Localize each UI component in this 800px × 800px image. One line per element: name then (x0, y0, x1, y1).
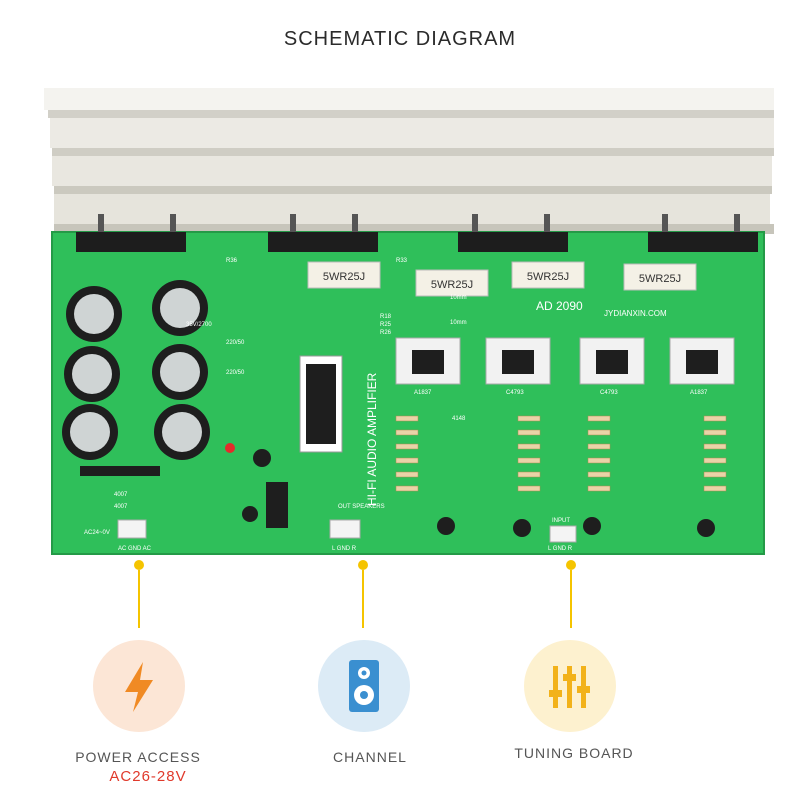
callout-dot (566, 560, 576, 570)
silk-label: 220/50 (226, 340, 245, 346)
resistor-label: 5WR25J (639, 273, 681, 285)
callout-line (570, 570, 572, 628)
callout-dot (134, 560, 144, 570)
pin-label: AC GND AC (118, 546, 152, 552)
silk-label: 35V/2700 (186, 322, 212, 328)
power-resistors: 5WR25J 5WR25J 5WR25J 5WR25J (307, 261, 697, 297)
resistor-label: 5WR25J (431, 279, 473, 291)
silk-label: R36 (226, 258, 238, 264)
callout-dot (358, 560, 368, 570)
connector-label: AC24~0V (84, 530, 110, 536)
amplifier-board-photo: 5WR25J 5WR25J 5WR25J 5WR25J AD 2090 JYDI… (40, 86, 780, 556)
silk-label: 10mm (450, 320, 467, 326)
silk-label: R33 (396, 258, 408, 264)
equalizer-icon (549, 666, 590, 708)
transistor-label: C4793 (600, 390, 618, 396)
connector-label: OUT SPEAKERS (338, 504, 385, 510)
silk-label: 220/50 (226, 370, 245, 376)
board-model: AD 2090 (536, 299, 583, 313)
feature-label: TUNING BOARD (514, 745, 634, 761)
heatsink (44, 88, 774, 234)
feature-label: POWER ACCESS (75, 749, 201, 765)
transistor-label: A1837 (414, 390, 432, 396)
callout-line (138, 570, 140, 628)
capacitors (62, 280, 210, 460)
board-vertical-title: HI-FI AUDIO AMPLIFIER (365, 372, 379, 506)
pin-label: L GND R (332, 546, 357, 552)
board-site: JYDIANXIN.COM (604, 309, 667, 318)
resistor-label: 5WR25J (527, 271, 569, 283)
silk-label: 4007 (114, 492, 128, 498)
silk-label: R18 (380, 314, 392, 320)
silk-label: R26 (380, 330, 392, 336)
channel-badge (318, 640, 410, 732)
tuning-board-badge (524, 640, 616, 732)
lightning-icon (125, 662, 153, 712)
resistor-label: 5WR25J (323, 271, 365, 283)
callout-line (362, 570, 364, 628)
feature-label: CHANNEL (333, 749, 407, 765)
speaker-icon (349, 660, 379, 712)
silk-label: 4007 (114, 504, 128, 510)
silk-label: 10mm (450, 295, 467, 301)
pin-label: L GND R (548, 546, 573, 552)
transistor-label: C4793 (506, 390, 524, 396)
silk-label: R25 (380, 322, 392, 328)
page-title: SCHEMATIC DIAGRAM (283, 28, 517, 50)
feature-sub: AC26-28V (109, 768, 187, 785)
connector-label: INPUT (552, 518, 570, 524)
silk-label: 4148 (452, 416, 466, 422)
transistor-label: A1837 (690, 390, 708, 396)
power-access-badge (93, 640, 185, 732)
